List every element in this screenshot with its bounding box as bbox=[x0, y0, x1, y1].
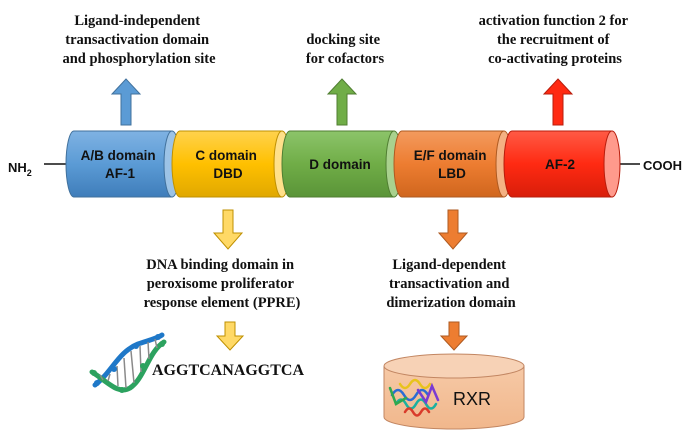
af2-function-note: activation function 2 for the recruitmen… bbox=[479, 13, 632, 67]
ef-down-arrow bbox=[437, 209, 469, 250]
ppre-sequence: AGGTCANAGGTCA bbox=[152, 362, 304, 379]
lbd-function-note: Ligand-dependent transactivation and dim… bbox=[386, 257, 515, 311]
segment-af2 bbox=[503, 130, 621, 198]
segment-ef-label: E/F domain LBD bbox=[414, 148, 491, 181]
protein-structure-icon bbox=[388, 378, 440, 417]
rxr-label: RXR bbox=[453, 389, 491, 409]
c-terminus-label: COOH bbox=[643, 158, 682, 173]
segment-ab-label: A/B domain AF-1 bbox=[81, 148, 160, 181]
c-down-arrow bbox=[212, 209, 244, 250]
n-terminus-label: NH2 bbox=[8, 160, 32, 178]
segment-c bbox=[171, 130, 291, 198]
segment-d-label: D domain bbox=[309, 157, 371, 172]
lbd-down-arrow bbox=[439, 321, 469, 351]
dna-helix-icon bbox=[89, 332, 167, 393]
af2-up-arrow bbox=[542, 78, 574, 126]
d-function-note: docking site for cofactors bbox=[306, 32, 385, 67]
segment-ab bbox=[65, 130, 181, 198]
d-up-arrow bbox=[326, 78, 358, 126]
segment-ef bbox=[393, 130, 513, 198]
segment-d bbox=[281, 130, 403, 198]
dbd-function-note: DNA binding domain in peroxisome prolife… bbox=[144, 257, 301, 311]
ab-up-arrow bbox=[110, 78, 142, 126]
ab-function-note: Ligand-independent transactivation domai… bbox=[62, 13, 216, 67]
dbd-down-arrow bbox=[215, 321, 245, 351]
segment-af2-label: AF-2 bbox=[545, 157, 575, 172]
segment-c-label: C domain DBD bbox=[195, 148, 260, 181]
